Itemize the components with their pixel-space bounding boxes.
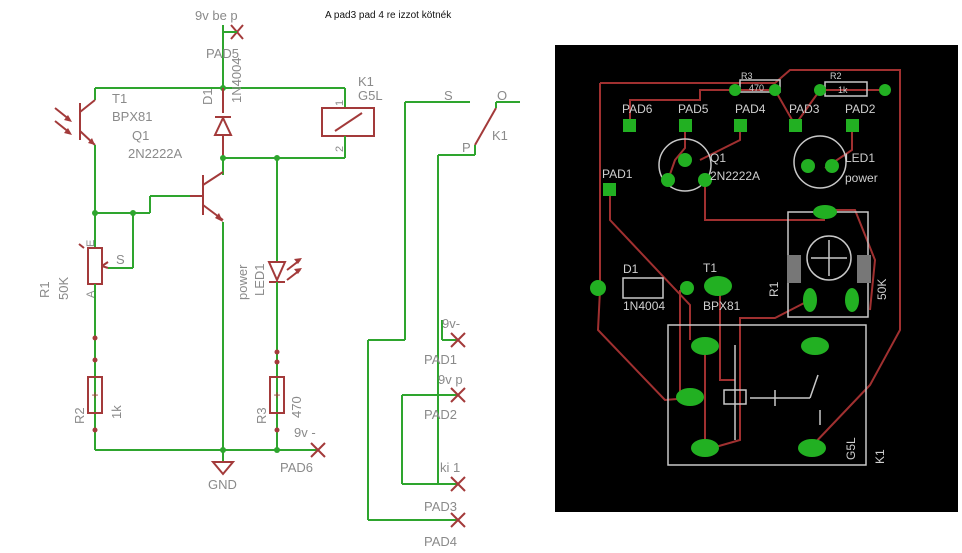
led1-power-led: [267, 158, 302, 450]
board-background: [555, 45, 958, 512]
r2-name: R2: [72, 407, 87, 424]
d1-value: 1N4004: [229, 57, 244, 103]
board-led1-label: LED1: [845, 151, 875, 165]
board-r2-label: R2: [830, 71, 842, 81]
board-pad1-label: PAD1: [602, 167, 633, 181]
r3-name: R3: [254, 407, 269, 424]
switch-s-label: S: [444, 88, 453, 103]
board-q1-label: Q1: [710, 151, 726, 165]
k1-relay-switch: [404, 101, 520, 484]
pad4-x-mark: [450, 512, 466, 528]
board-pad4-label: PAD4: [735, 102, 766, 116]
board-r2-value: 1k: [838, 85, 848, 95]
pad2-x-mark: [450, 387, 466, 403]
pad1-label: PAD1: [424, 352, 457, 367]
k1-pin2: 2: [334, 146, 346, 152]
q1-name: Q1: [132, 128, 149, 143]
top-supply-label: 9v be p: [195, 8, 238, 23]
board-traces: [596, 69, 901, 449]
gnd-symbol: [210, 461, 236, 476]
board-pad6-label: PAD6: [622, 102, 653, 116]
q1-value: 2N2222A: [128, 146, 183, 161]
board-k1-value: G5L: [844, 437, 858, 460]
r1-pin-e: E: [85, 240, 97, 247]
pad2-label: PAD2: [424, 407, 457, 422]
board-d1-value: 1N4004: [623, 299, 665, 313]
note-text: A pad3 pad 4 re izzot kötnék: [325, 10, 452, 21]
pad4-label: PAD4: [424, 534, 457, 549]
board-pad2-label: PAD2: [845, 102, 876, 116]
t1-value: BPX81: [112, 109, 152, 124]
board-silkscreen: [622, 79, 871, 466]
led1-value: power: [235, 264, 250, 300]
schematic: A pad3 pad 4 re izzot kötnék 9v be p PAD…: [37, 8, 520, 549]
pad1-supply: 9v-: [442, 316, 460, 331]
board-pads: [590, 84, 891, 457]
board-r1-value: 50K: [875, 279, 889, 300]
r1-potentiometer: [78, 213, 109, 450]
k1-value: G5L: [358, 88, 383, 103]
pad5-label: PAD5: [206, 46, 239, 61]
pad1-x-mark: [450, 332, 466, 348]
k1-relay-coil: [321, 88, 375, 158]
svg-text:+: +: [273, 388, 280, 402]
r1-pin-s: S: [116, 252, 125, 267]
switch-p-label: P: [462, 140, 471, 155]
r1-name: R1: [37, 281, 52, 298]
board-d1-label: D1: [623, 262, 639, 276]
t1-phototransistor: [54, 88, 96, 213]
k1-pin1: 1: [334, 100, 346, 106]
r3-resistor: +: [269, 349, 285, 433]
r2-resistor: +: [87, 335, 103, 433]
switch-o-label: O: [497, 88, 507, 103]
r3-value: 470: [289, 396, 304, 418]
q1-transistor: [190, 158, 224, 450]
board-r3-label: R3: [741, 71, 753, 81]
board-pad5-label: PAD5: [678, 102, 709, 116]
led1-name: LED1: [252, 263, 267, 296]
k1-name: K1: [358, 74, 374, 89]
d1-name: D1: [200, 88, 215, 105]
pad6-x-mark: [310, 442, 326, 458]
pad6-supply: 9v -: [294, 425, 316, 440]
pad3-supply: ki 1: [440, 460, 460, 475]
pcb-board: R3 470 R2 1k PAD6 PAD5 PAD4 PAD3 PAD2 PA…: [555, 45, 958, 512]
pad2-supply: 9v p: [438, 372, 463, 387]
pad3-x-mark: [450, 476, 466, 492]
t1-name: T1: [112, 91, 127, 106]
board-led1-value: power: [845, 171, 878, 185]
pad6-label: PAD6: [280, 460, 313, 475]
pad3-label: PAD3: [424, 499, 457, 514]
r1-value: 50K: [56, 277, 71, 300]
svg-text:+: +: [91, 388, 98, 402]
board-q1-value: 2N2222A: [710, 169, 760, 183]
board-k1-label: K1: [873, 449, 887, 464]
board-r1-label: R1: [767, 281, 781, 297]
board-t1-label: T1: [703, 261, 717, 275]
r1-pin-a: A: [85, 290, 97, 298]
switch-k1-label: K1: [492, 128, 508, 143]
board-t1-value: BPX81: [703, 299, 741, 313]
d1-diode: [213, 88, 233, 158]
r2-value: 1k: [109, 405, 124, 419]
board-pad3-label: PAD3: [789, 102, 820, 116]
gnd-label: GND: [208, 477, 237, 492]
board-r3-value: 470: [749, 83, 764, 93]
